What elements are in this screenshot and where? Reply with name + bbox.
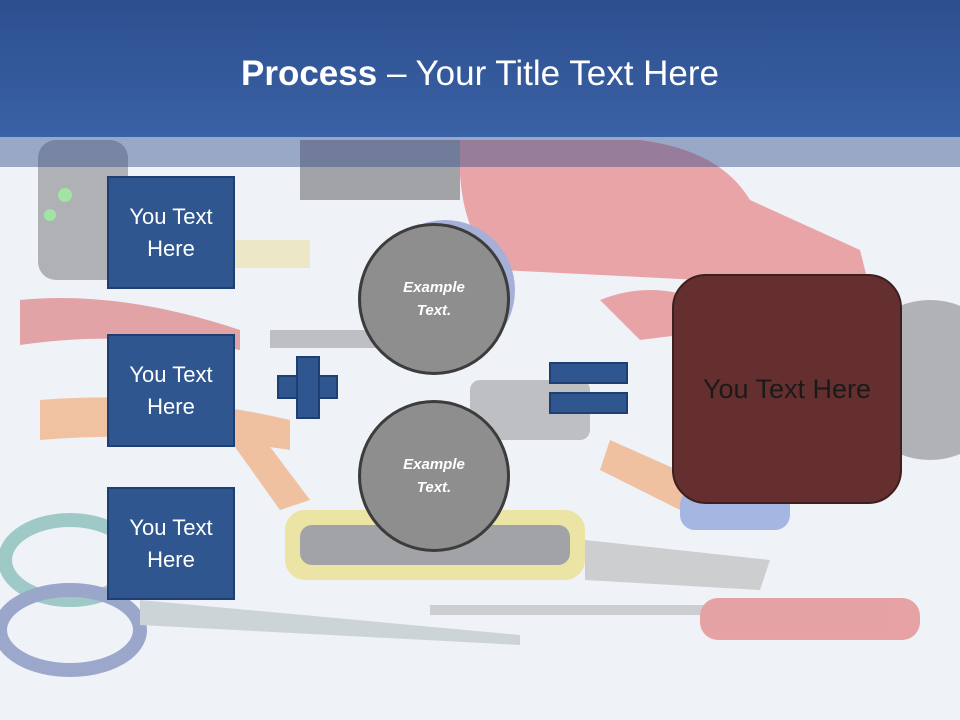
text-box-3[interactable]: You Text Here <box>107 487 235 600</box>
plus-vertical-bar <box>296 356 320 419</box>
text-box-label: You Text Here <box>129 203 213 261</box>
title-bold-part: Process <box>241 54 378 93</box>
circle-label: Example Text. <box>403 456 465 496</box>
slide-title[interactable]: Process – Your Title Text Here <box>0 52 960 96</box>
title-rest-part: – Your Title Text Here <box>377 54 719 93</box>
result-box[interactable]: You Text Here <box>672 274 902 504</box>
example-circle-1[interactable]: Example Text. <box>358 223 510 375</box>
text-box-label: You Text Here <box>129 361 213 419</box>
equals-bottom-bar <box>549 392 628 414</box>
text-box-label: You Text Here <box>129 514 213 572</box>
text-box-1[interactable]: You Text Here <box>107 176 235 289</box>
equals-top-bar <box>549 362 628 384</box>
result-label: You Text Here <box>702 373 872 404</box>
title-banner <box>0 0 960 137</box>
text-box-2[interactable]: You Text Here <box>107 334 235 447</box>
circle-label: Example Text. <box>403 279 465 319</box>
example-circle-2[interactable]: Example Text. <box>358 400 510 552</box>
title-banner-strip <box>0 137 960 167</box>
